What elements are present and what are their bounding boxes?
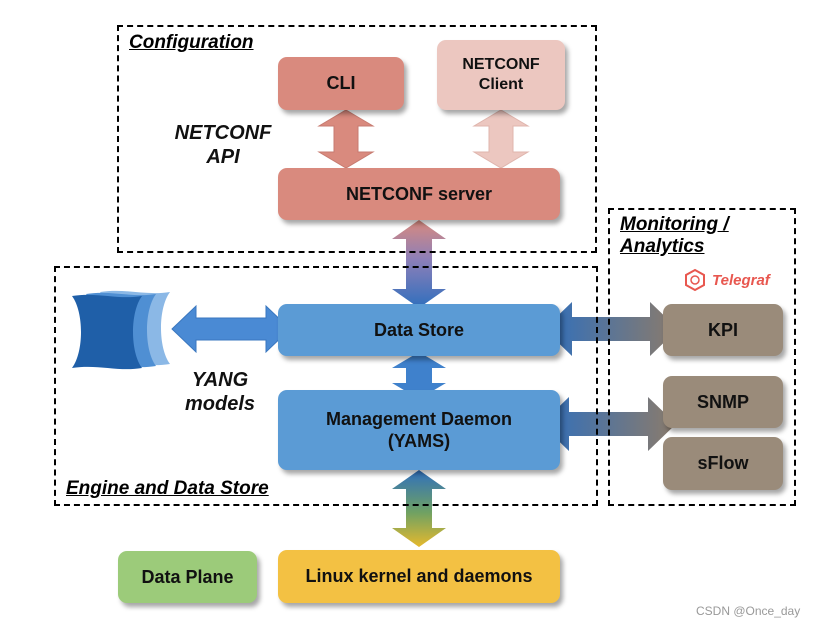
netconf-server-box: NETCONF server — [278, 168, 560, 220]
sflow-label: sFlow — [697, 453, 749, 474]
configuration-region-title: Configuration — [129, 32, 254, 53]
netconf-client-label: NETCONF Client — [462, 56, 540, 93]
sflow-box: sFlow — [663, 437, 783, 490]
yang-models-label: YANG models — [184, 369, 256, 415]
arrow-daemon-linux — [392, 470, 446, 547]
watermark: CSDN @Once_day — [696, 604, 801, 618]
data-store-box: Data Store — [278, 304, 560, 356]
linux-kernel-box: Linux kernel and daemons — [278, 550, 560, 603]
configuration-region — [117, 25, 597, 253]
data-plane-box: Data Plane — [118, 551, 257, 603]
snmp-label: SNMP — [696, 391, 749, 412]
linux-kernel-label: Linux kernel and daemons — [305, 566, 533, 587]
telegraf-icon — [685, 268, 705, 292]
arrow-server-datastore — [392, 220, 446, 308]
cli-box: CLI — [278, 57, 404, 110]
management-daemon-label: Management Daemon (YAMS) — [325, 408, 513, 452]
engine-region-title: Engine and Data Store — [66, 478, 269, 499]
netconf-client-box: NETCONF Client — [437, 40, 565, 110]
monitoring-region-title: Monitoring / Analytics — [620, 214, 729, 257]
telegraf-logo-text: Telegraf — [712, 271, 770, 289]
engine-region — [54, 266, 598, 506]
netconf-server-label: NETCONF server — [345, 183, 493, 204]
kpi-box: KPI — [663, 304, 783, 356]
snmp-box: SNMP — [663, 376, 783, 428]
arrow-datastore-kpi — [544, 302, 678, 356]
cli-label: CLI — [326, 73, 356, 94]
telegraf-logo: Telegraf — [683, 268, 770, 292]
arrow-datastore-daemon — [392, 352, 446, 399]
management-daemon-box: Management Daemon (YAMS) — [278, 390, 560, 470]
yang-models-icon — [72, 290, 170, 370]
monitoring-region — [608, 208, 796, 506]
netconf-api-label: NETCONF API — [174, 122, 272, 168]
kpi-label: KPI — [707, 319, 738, 340]
data-store-label: Data Store — [373, 319, 465, 340]
data-plane-label: Data Plane — [141, 566, 234, 587]
